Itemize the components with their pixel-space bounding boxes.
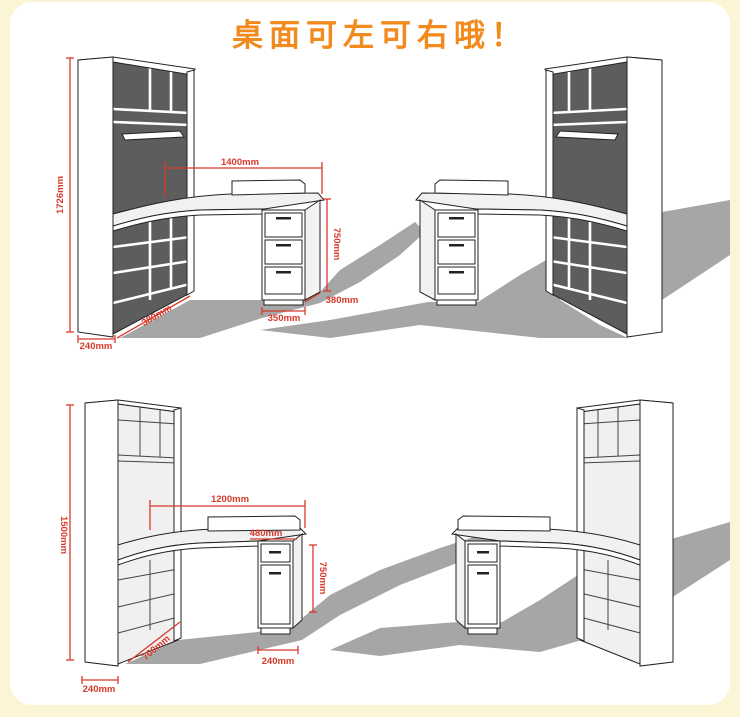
shadow-top-left	[120, 222, 425, 338]
dim-shelf-depth: 240mm	[83, 684, 116, 695]
dimensions-bottom-left: 1500mm 1200mm 480mm 750mm 700mm 240mm 24…	[58, 404, 328, 695]
dim-pedestal-depth: 380mm	[326, 295, 359, 306]
shadow-bottom-right-back	[668, 522, 730, 600]
shadows	[120, 200, 730, 664]
shadow-bottom-right	[330, 575, 582, 656]
dim-total-height: 1726mm	[55, 176, 66, 214]
dim-shelf-depth: 240mm	[80, 341, 113, 352]
shadow-top-right-back	[662, 200, 730, 300]
dim-desk-height: 750mm	[331, 228, 342, 261]
dim-pedestal-depth: 480mm	[250, 528, 283, 539]
dim-pedestal-width: 350mm	[268, 313, 301, 324]
dim-desk-width: 1200mm	[211, 494, 249, 505]
dim-total-height: 1500mm	[58, 516, 69, 554]
page-title: 桌面可左可右哦！	[232, 18, 528, 54]
shadow-bottom-left	[125, 522, 540, 664]
shadow-top-right	[260, 255, 628, 338]
desk-top-left-drawing	[76, 55, 326, 339]
dim-desk-height: 750mm	[317, 562, 328, 595]
dim-pedestal-width: 240mm	[262, 656, 295, 667]
dim-desk-width: 1400mm	[221, 157, 259, 168]
